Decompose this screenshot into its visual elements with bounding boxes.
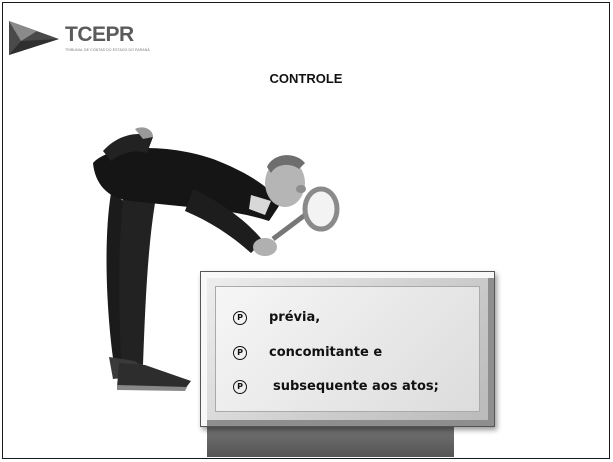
circled-p-icon: P xyxy=(233,310,247,325)
circled-p-icon: P xyxy=(233,345,247,360)
man-with-magnifying-glass-icon xyxy=(93,127,340,391)
logo-arrow-icon xyxy=(9,21,59,55)
list-item: P subsequente aos atos; xyxy=(233,379,439,394)
content-box-face xyxy=(215,286,480,412)
floor-strip xyxy=(207,423,454,457)
tcepr-logo: TCEPR TRIBUNAL DE CONTAS DO ESTADO DO PA… xyxy=(7,17,150,57)
list-item: P concomitante e xyxy=(233,345,382,360)
list-item-text: concomitante e xyxy=(269,345,383,360)
list-item-text: subsequente aos atos; xyxy=(273,379,439,394)
slide-title: CONTROLE xyxy=(269,71,343,86)
list-item-text: prévia, xyxy=(269,310,321,325)
logo-subtitle: TRIBUNAL DE CONTAS DO ESTADO DO PARANÁ xyxy=(65,48,150,52)
logo-text: TCEPR xyxy=(65,23,134,46)
circled-p-icon: P xyxy=(233,379,247,394)
list-item: P prévia, xyxy=(233,310,320,325)
content-box: P prévia, P concomitante e P subsequente… xyxy=(200,271,495,427)
